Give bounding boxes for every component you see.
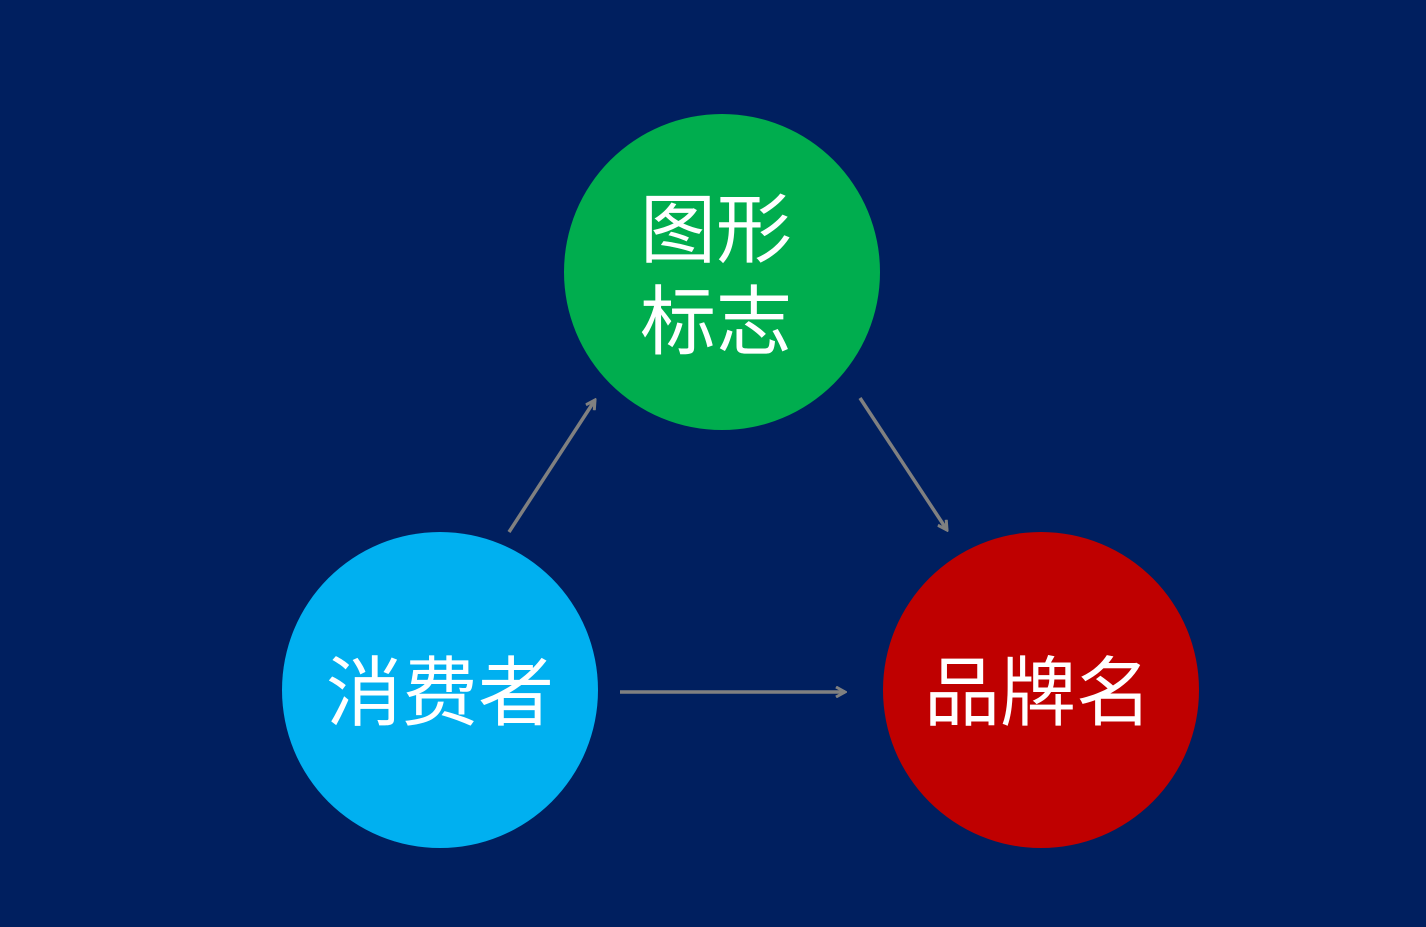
consumer-circle xyxy=(282,532,598,848)
arrow-logo-to-brand xyxy=(858,397,947,530)
logo-label-line1: 图形 xyxy=(640,186,792,275)
logo-circle xyxy=(564,114,880,430)
brand-label: 品牌名 xyxy=(924,649,1152,738)
node-consumer: 消费者 xyxy=(282,532,598,848)
consumer-label: 消费者 xyxy=(326,649,554,738)
arrow-consumer-to-logo xyxy=(507,400,595,533)
node-graphic-logo: 图形 标志 xyxy=(564,114,880,430)
node-brand-name: 品牌名 xyxy=(883,532,1199,848)
logo-label-line2: 标志 xyxy=(640,278,792,367)
brand-circle xyxy=(883,532,1199,848)
